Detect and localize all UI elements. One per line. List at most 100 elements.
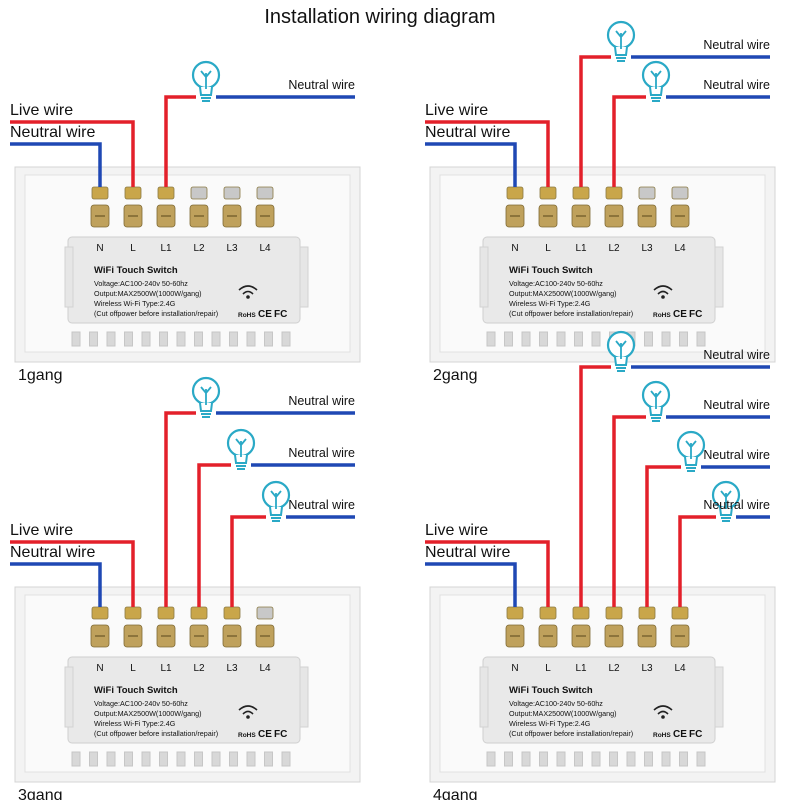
product-name: WiFi Touch Switch	[94, 685, 178, 696]
side-clip	[714, 666, 724, 728]
side-clip	[299, 666, 309, 728]
neutral-wire-label: Neutral wire	[10, 544, 95, 561]
terminal-screw-top	[91, 606, 109, 620]
terminal-screw-top	[256, 186, 274, 200]
terminal-label-l3: L3	[641, 663, 653, 674]
bottom-tooth	[696, 331, 706, 347]
terminal-screw-top	[638, 606, 656, 620]
bottom-tooth	[229, 331, 238, 347]
terminal-label-l3: L3	[226, 243, 238, 254]
terminal-label-l: L	[130, 663, 136, 674]
side-clip	[64, 246, 74, 308]
bottom-tooth	[71, 751, 81, 767]
load-neutral-label: Neutral wire	[288, 394, 355, 408]
bottom-tooth	[194, 751, 203, 767]
bottom-tooth	[141, 751, 151, 767]
bottom-tooth	[609, 751, 618, 767]
bottom-tooth	[504, 751, 513, 767]
bottom-tooth	[539, 331, 548, 347]
gang-label: 1gang	[18, 367, 63, 384]
side-clip	[714, 246, 724, 308]
terminal-label-l4: L4	[259, 663, 271, 674]
terminal-label-l2: L2	[193, 663, 205, 674]
live-wire	[10, 540, 135, 607]
bottom-tooth	[521, 751, 531, 767]
terminal-label-l3: L3	[641, 243, 653, 254]
light-bulb-icon	[641, 60, 671, 102]
neutral-wire	[425, 562, 517, 607]
bottom-tooth	[264, 751, 273, 767]
product-name: WiFi Touch Switch	[94, 265, 178, 276]
light-bulb-icon	[676, 430, 706, 472]
side-clip	[479, 246, 489, 308]
wireless-text: Wireless Wi-Fi Type:2.4G	[94, 299, 176, 308]
output-text: Output:MAX2500W(1000W/gang)	[94, 289, 201, 298]
terminal-label-l2: L2	[608, 243, 620, 254]
side-clip	[479, 666, 489, 728]
light-bulb-icon	[226, 428, 256, 470]
bottom-tooth	[246, 751, 256, 767]
bottom-tooth	[486, 751, 496, 767]
terminal-label-l: L	[545, 243, 551, 254]
light-bulb-icon	[261, 480, 291, 522]
light-bulb-icon	[606, 330, 636, 372]
bottom-tooth	[626, 751, 636, 767]
output-text: Output:MAX2500W(1000W/gang)	[509, 709, 616, 718]
terminal-screw-top	[572, 606, 590, 620]
load-wire-l1	[579, 55, 611, 187]
fc-mark: FC	[274, 729, 287, 740]
product-name: WiFi Touch Switch	[509, 265, 593, 276]
terminal-label-l1: L1	[575, 243, 587, 254]
load-wire-l1	[164, 95, 196, 187]
bottom-tooth	[644, 331, 653, 347]
terminal-label-l: L	[545, 663, 551, 674]
side-clip	[64, 666, 74, 728]
caution-text: (Cut offpower before installation/repair…	[94, 309, 218, 318]
terminal-label-n: N	[511, 243, 518, 254]
bottom-tooth	[176, 751, 186, 767]
bottom-tooth	[696, 751, 706, 767]
bottom-tooth	[486, 331, 496, 347]
live-wire	[425, 120, 550, 187]
bottom-tooth	[679, 751, 688, 767]
live-wire	[10, 120, 135, 187]
terminal-screw-top	[671, 606, 689, 620]
load-wire-l2	[612, 95, 646, 187]
bottom-tooth	[106, 331, 116, 347]
load-neutral-label: Neutral wire	[703, 448, 770, 462]
wifi-icon	[238, 285, 258, 299]
terminal-label-l1: L1	[160, 663, 172, 674]
terminal-screw-top	[190, 186, 208, 200]
diagram-title: Installation wiring diagram	[264, 6, 496, 28]
terminal-screw-top	[539, 606, 557, 620]
rohs-mark: RoHS	[653, 732, 671, 739]
wifi-icon	[653, 285, 673, 299]
bottom-tooth	[521, 331, 531, 347]
voltage-text: Voltage:AC100-240v 50-60hz	[94, 699, 188, 708]
terminal-label-l4: L4	[674, 243, 686, 254]
load-wire-l1	[164, 411, 196, 607]
terminal-label-n: N	[96, 663, 103, 674]
fc-mark: FC	[274, 309, 287, 320]
load-wire-l1	[579, 365, 611, 607]
terminal-screw-top	[506, 186, 524, 200]
bottom-tooth	[159, 331, 168, 347]
bottom-tooth	[124, 331, 133, 347]
wifi-icon	[653, 705, 673, 719]
caution-text: (Cut offpower before installation/repair…	[509, 309, 633, 318]
terminal-screw-top	[256, 606, 274, 620]
load-neutral-label: Neutral wire	[703, 38, 770, 52]
bottom-tooth	[264, 331, 273, 347]
bottom-tooth	[89, 751, 98, 767]
rohs-mark: RoHS	[238, 732, 256, 739]
terminal-screw-top	[506, 606, 524, 620]
terminal-screw-top	[124, 186, 142, 200]
voltage-text: Voltage:AC100-240v 50-60hz	[509, 279, 603, 288]
load-wire-l2	[612, 415, 646, 607]
terminal-screw-top	[638, 186, 656, 200]
live-wire-label: Live wire	[425, 522, 488, 539]
light-bulb-icon	[641, 380, 671, 422]
neutral-wire	[10, 142, 102, 187]
terminal-label-n: N	[511, 663, 518, 674]
